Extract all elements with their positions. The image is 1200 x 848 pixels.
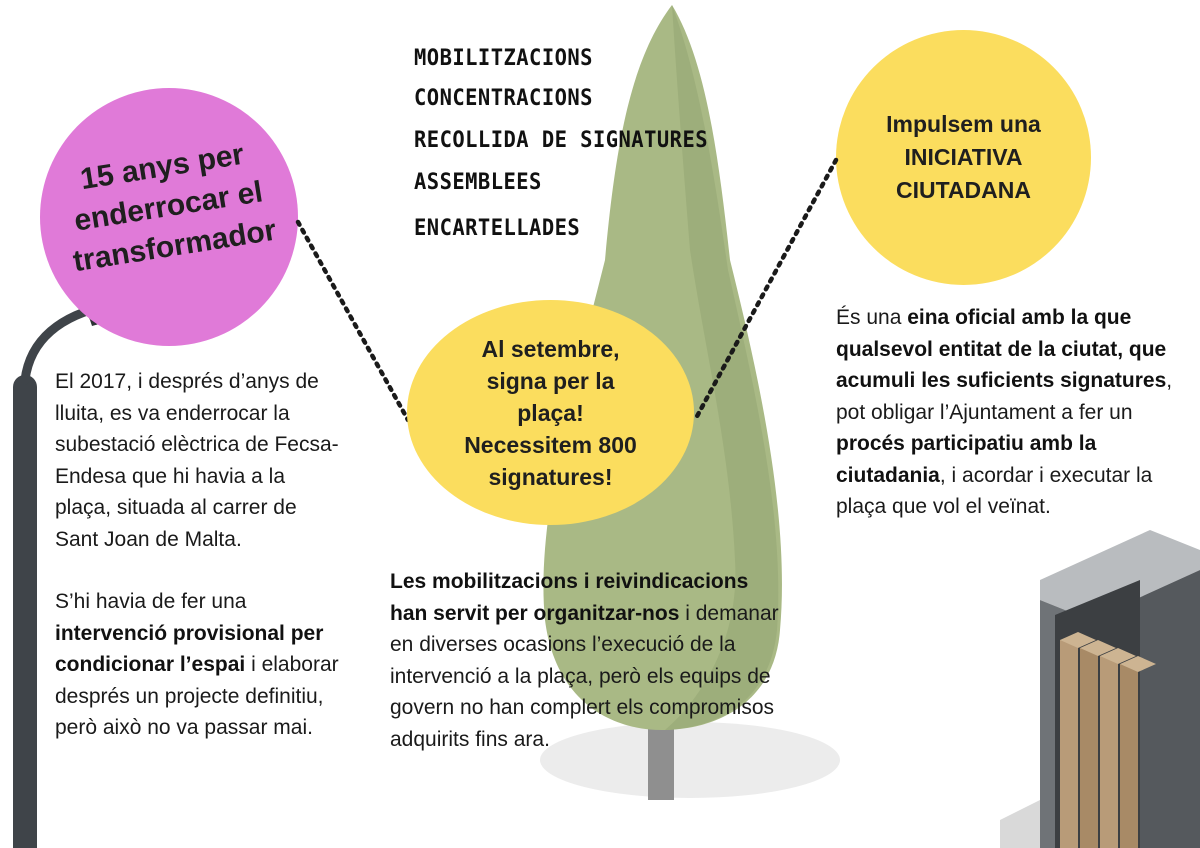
activity-encartellades: ENCARTELLADES [414,216,581,241]
right-text-a: És una [836,306,908,329]
headline-circle-15-years: 15 anys per enderrocar el transformador [40,88,298,346]
activity-mobilitzacions: MOBILITZACIONS [414,46,593,71]
center-text-bold: Les mobilitzacions i reivindicacions han… [390,570,749,625]
street-lamp-pole [13,375,37,848]
left-paragraph-1: El 2017, i després d’anys de lluita, es … [55,370,339,551]
right-text-bold-2: procés participatiu amb la ciutadania [836,432,1097,487]
right-initiative-text: És una eina oficial amb la que qualsevol… [836,302,1186,523]
citizen-initiative-circle: Impulsem una INICIATIVA CIUTADANA [836,30,1091,285]
activity-concentracions: CONCENTRACIONS [414,86,593,111]
center-mobilization-text: Les mobilitzacions i reivindicacions han… [390,566,780,755]
right-text-e: , i acordar i executar la plaça que vol … [836,463,1153,519]
left-paragraph-2: S’hi havia de fer una intervenció provis… [47,586,345,744]
left-history-text: El 2017, i després d’anys de lluita, es … [55,366,345,744]
left-p2-start: S’hi havia de fer una [55,590,247,613]
activity-recollida-signatures: RECOLLIDA DE SIGNATURES [414,128,709,153]
left-p2-end: i elaborar després un projecte definitiu… [55,653,339,739]
left-p2-bold: intervenció provisional per condicionar … [55,621,324,677]
sign-petition-circle: Al setembre, signa per la plaça! Necessi… [407,300,694,525]
center-circle-line: Al setembre, [481,335,620,362]
center-text-rest: i demanar en diverses ocasions l’execuci… [390,601,779,751]
center-circle-line: signatures! [488,463,613,490]
center-circle-line: Necessitem 800 [464,431,637,458]
right-text-c: , pot obligar l’Ajuntament a fer un [836,369,1173,424]
activity-assemblees: ASSEMBLEES [414,170,542,195]
transformer-box-illustration [1000,530,1200,848]
right-circle-line: CIUTADANA [895,177,1031,203]
center-circle-line: signa per la [486,367,615,394]
center-circle-line: plaça! [517,399,584,426]
right-circle-line: INICIATIVA [904,144,1023,170]
right-circle-line: Impulsem una [886,111,1041,137]
right-text-bold-1: eina oficial amb la que qualsevol entita… [836,306,1167,392]
